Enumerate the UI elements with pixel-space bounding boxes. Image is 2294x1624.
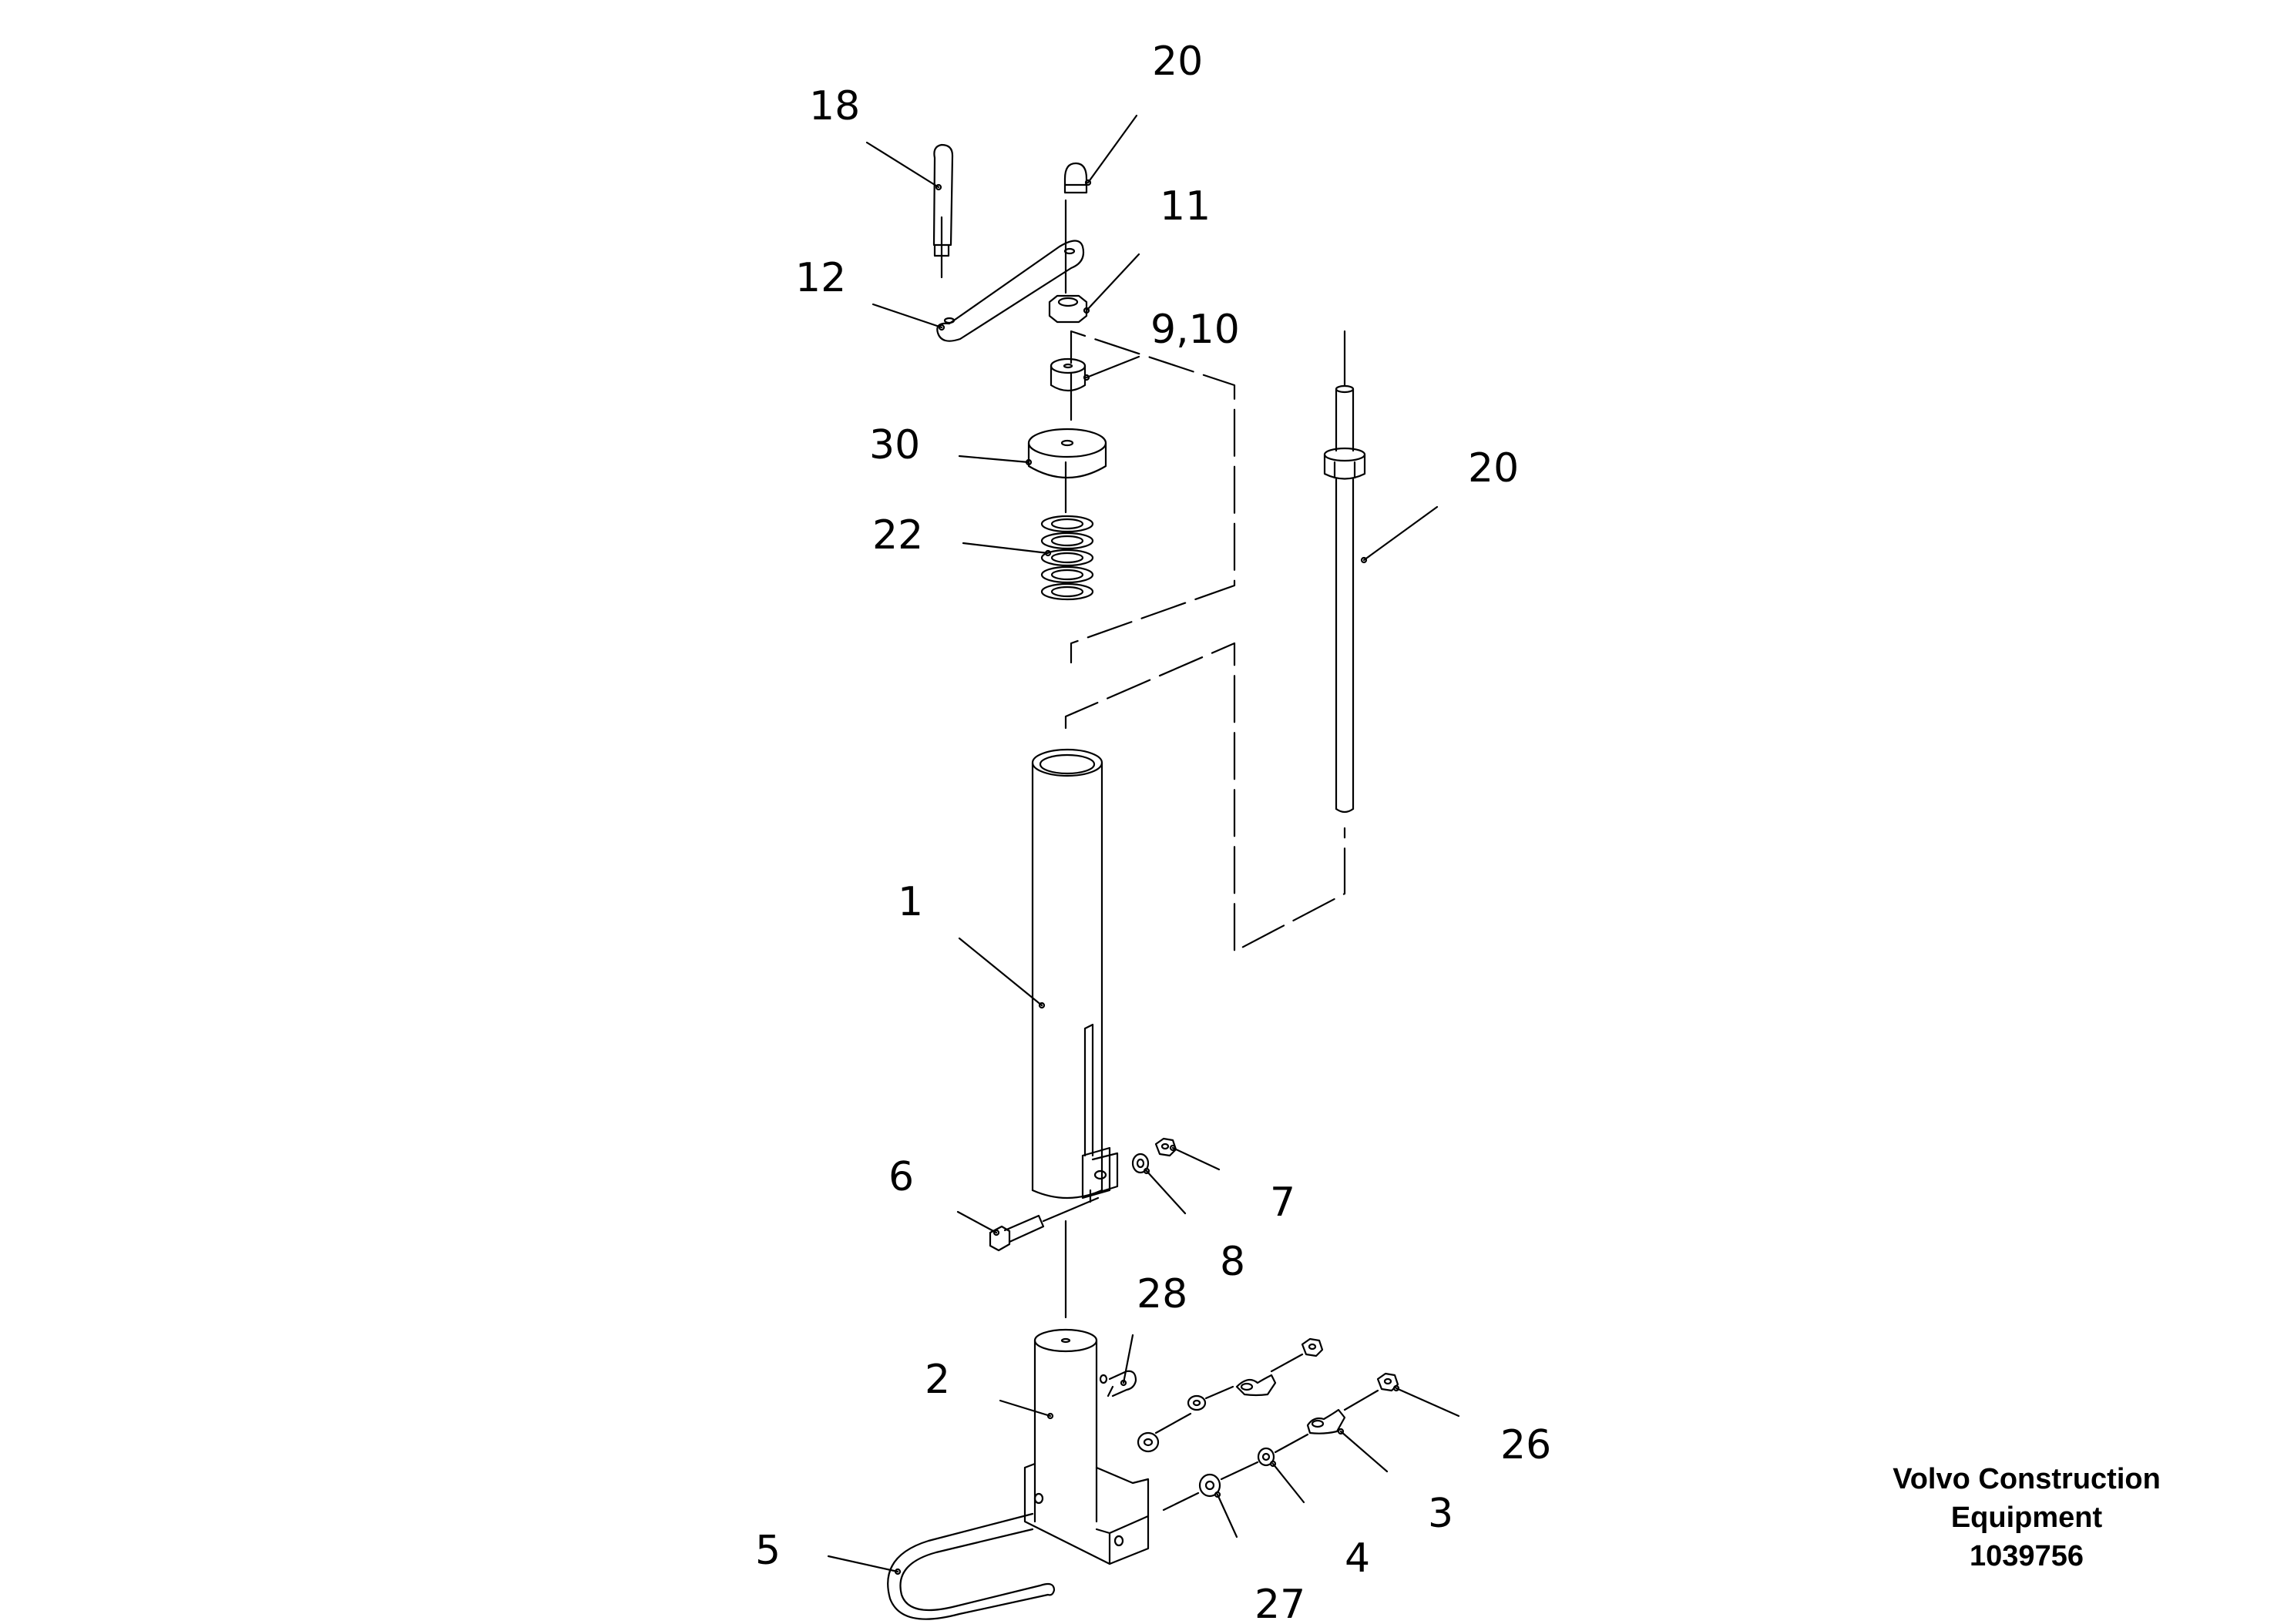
u-bolt-part — [887, 1512, 1056, 1620]
callout-3: 3 — [1428, 1491, 1453, 1537]
callout-11: 11 — [1160, 183, 1211, 230]
post-part — [1023, 1328, 1150, 1565]
handle-knob-part — [932, 143, 954, 257]
callout-4: 4 — [1345, 1535, 1370, 1582]
leader-lines — [827, 114, 1460, 1575]
callout-7: 7 — [1270, 1179, 1295, 1226]
washer-8-part — [1131, 1153, 1150, 1174]
callout-1: 1 — [898, 879, 923, 925]
callout-18: 20 — [1152, 39, 1203, 85]
callout-22: 22 — [872, 512, 923, 559]
lever-arm-part — [936, 240, 1085, 342]
callout-20: 20 — [1468, 445, 1519, 492]
disc-springs-part — [1040, 515, 1094, 601]
washer-disk-part — [1027, 428, 1107, 478]
caption-company: Volvo Construction — [1893, 1463, 2161, 1495]
pin-part — [1107, 1370, 1137, 1398]
caption-company-line2: Equipment — [1950, 1502, 2103, 1534]
callout-28: 28 — [1137, 1271, 1187, 1317]
hardware-upper-row — [1154, 1337, 1324, 1434]
callout-8: 8 — [1220, 1239, 1245, 1285]
rod-part — [1323, 384, 1366, 814]
publisher-caption: Volvo Construction Equipment 1039756 — [1834, 1460, 2219, 1575]
callout-30: 30 — [869, 422, 920, 468]
callout-12: 12 — [795, 255, 846, 301]
bolt-part — [989, 1196, 1100, 1252]
callout-6: 6 — [888, 1154, 914, 1200]
hardware-lower-row — [1162, 1433, 1309, 1512]
assembly-dashed-line — [1064, 330, 1346, 953]
callout-16: 18 — [809, 83, 860, 129]
spacer-part — [1050, 357, 1087, 392]
callout-27: 27 — [1254, 1582, 1305, 1620]
callout-26: 26 — [1500, 1422, 1551, 1468]
callout-2: 2 — [925, 1357, 950, 1403]
callout-9-10: 9,10 — [1150, 307, 1240, 353]
tube-part — [1031, 748, 1119, 1200]
caption-drawing-number: 1039756 — [1970, 1540, 2084, 1572]
hex-nut-part — [1048, 294, 1088, 324]
callout-5: 5 — [755, 1528, 781, 1574]
assembly-axis-lines — [940, 199, 1346, 1319]
hardware-middle-row — [1137, 1372, 1399, 1453]
cap-nut-part — [1063, 162, 1088, 194]
